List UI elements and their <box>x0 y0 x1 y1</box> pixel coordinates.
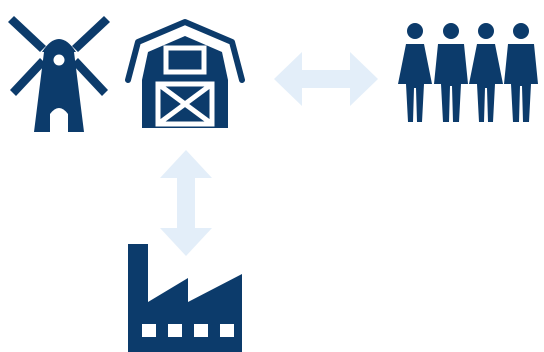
double-arrow-vertical-svg <box>160 150 212 256</box>
double-arrow-horizontal <box>274 52 378 106</box>
people-group-icon <box>398 22 538 122</box>
factory-icon <box>128 240 242 352</box>
windmill-svg <box>8 16 110 132</box>
barn-svg <box>125 19 245 128</box>
people-group-svg <box>398 23 538 122</box>
barn-icon <box>122 18 248 128</box>
factory-svg <box>128 244 242 352</box>
double-arrow-horizontal-svg <box>274 52 378 106</box>
windmill-icon <box>6 8 112 132</box>
double-arrow-vertical <box>160 150 212 256</box>
